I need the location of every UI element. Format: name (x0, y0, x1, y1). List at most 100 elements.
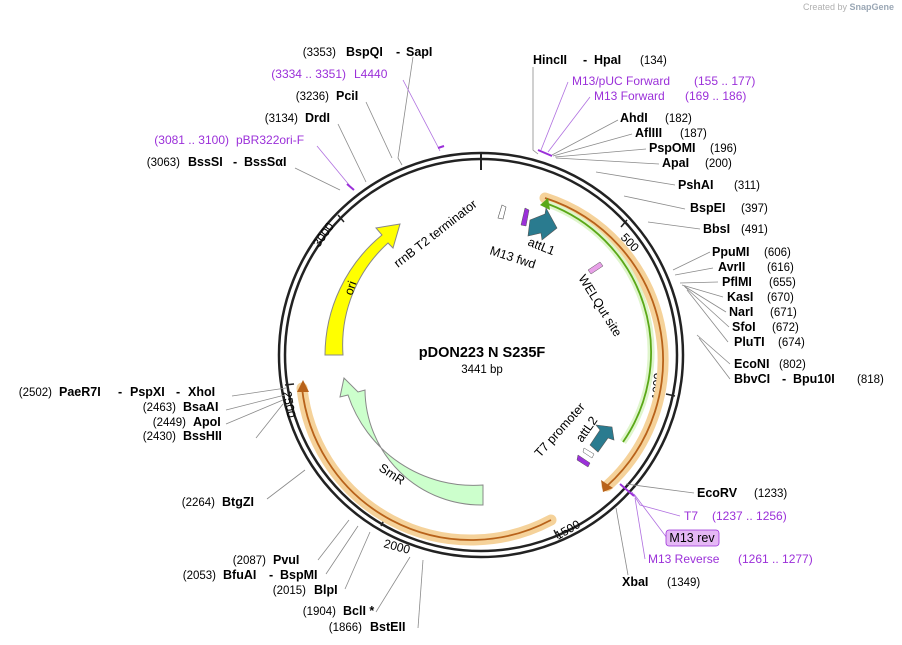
enzyme-apai: ApaI (662, 156, 689, 170)
enzyme-nari: NarI (729, 305, 753, 319)
enzyme-ppumi-pos: (606) (764, 247, 791, 259)
enzyme-hincii-pos: (134) (640, 55, 667, 67)
green-feature-arrowhead (540, 198, 550, 210)
enzyme-pspxi-sep: - (176, 385, 180, 399)
feature-l4440: L4440 (354, 67, 388, 81)
enzyme-bspqi-pos: (3353) (303, 47, 336, 59)
welqut-site-mark (587, 261, 604, 275)
enzyme-drdi: DrdI (305, 111, 330, 125)
enzyme-afliii: AflIII (635, 126, 662, 140)
enzyme-bsssi-sep: - (233, 155, 237, 169)
feature-pbr322ori-f: pBR322ori-F (236, 133, 304, 147)
enzyme-kasi: KasI (727, 290, 753, 304)
enzyme-xbai-pos: (1349) (667, 577, 700, 589)
enzyme-bbvci: BbvCI (734, 372, 770, 386)
leader-lines-right (532, 67, 731, 576)
rrnb-terminator-mark (497, 204, 507, 220)
enzyme-blpi-pos: (2015) (273, 585, 306, 597)
t7-primer (619, 483, 635, 497)
pbr322ori-f-primer (346, 183, 355, 191)
enzyme-econi: EcoNI (734, 357, 769, 371)
m13-rev-box-label: M13 rev (669, 531, 715, 545)
attl1-label: attL1 (526, 235, 557, 258)
enzyme-kasi-pos: (670) (767, 292, 794, 304)
m13-puc-forward-primer (537, 149, 553, 157)
enzyme-paer7i-sep: - (118, 385, 122, 399)
ori-label: ori (342, 279, 360, 297)
enzyme-hincii-sep: - (583, 53, 587, 67)
enzyme-bsshii: BssHII (183, 429, 222, 443)
enzyme-avrii-pos: (616) (767, 262, 794, 274)
enzyme-bbvci-pos: (818) (857, 374, 884, 386)
enzyme-afliii-pos: (187) (680, 128, 707, 140)
enzyme-bsteii: BstEII (370, 620, 405, 634)
right-cds-line (544, 197, 664, 487)
feature-m13-puc-forward-range: (155 .. 177) (694, 74, 755, 88)
enzyme-pvui: PvuI (273, 553, 299, 567)
enzyme-bbvci-sep: - (782, 372, 786, 386)
enzyme-hincii: HincII (533, 53, 567, 67)
plasmid-length: 3441 bp (461, 364, 503, 376)
enzyme-paer7i-pos: (2502) (19, 387, 52, 399)
enzyme-nari-pos: (671) (770, 307, 797, 319)
enzyme-pcii-pos: (3236) (296, 91, 329, 103)
enzyme-blpi: BlpI (314, 583, 338, 597)
enzyme-hpai: HpaI (594, 53, 621, 67)
enzyme-pspomi: PspOMI (649, 141, 696, 155)
enzyme-pflmi: PflMI (722, 275, 752, 289)
enzyme-xbai: XbaI (622, 575, 648, 589)
enzyme-bsaai: BsaAI (183, 400, 218, 414)
rrnb-terminator-label: rrnB T2 terminator (391, 197, 479, 270)
enzyme-bspei: BspEI (690, 201, 725, 215)
enzyme-sapi: SapI (406, 45, 432, 59)
tick-marks (284, 214, 676, 539)
feature-pbr322ori-f-range: (3081 .. 3100) (154, 133, 229, 147)
enzyme-bsssai: BssSαI (244, 155, 286, 169)
feature-l4440-range: (3334 .. 3351) (271, 67, 346, 81)
enzyme-ppumi: PpuMI (712, 245, 750, 259)
enzyme-pshai-pos: (311) (734, 180, 760, 192)
enzyme-bsaai-pos: (2463) (143, 402, 176, 414)
feature-m13-reverse-range: (1261 .. 1277) (738, 552, 813, 566)
attl1-arrow (527, 207, 558, 241)
enzyme-bpu10i: Bpu10I (793, 372, 835, 386)
smr-arrow (339, 376, 484, 506)
feature-m13-puc-forward: M13/pUC Forward (572, 74, 670, 88)
enzyme-bsteii-pos: (1866) (329, 622, 362, 634)
plasmid-name: pDON223 N S235F (419, 345, 546, 361)
green-feature-line (547, 203, 652, 443)
tick-label-3000: 3000 (310, 220, 337, 250)
enzyme-pspxi: PspXI (130, 385, 165, 399)
enzyme-bsssi: BssSI (188, 155, 223, 169)
enzyme-bspqi-sep: - (396, 45, 400, 59)
enzyme-bfuai-pos: (2053) (183, 570, 216, 582)
m13-fwd-primer (520, 207, 530, 227)
enzyme-sfoi-pos: (672) (772, 322, 799, 334)
welqut-site-label: WELQut site (575, 272, 624, 339)
tick-label-2000: 2000 (382, 536, 412, 557)
feature-m13-reverse: M13 Reverse (648, 552, 720, 566)
enzyme-pluti-pos: (674) (778, 337, 805, 349)
enzyme-ecorv-pos: (1233) (754, 488, 787, 500)
left-cds-band (296, 382, 557, 546)
enzyme-sfoi: SfoI (732, 320, 756, 334)
enzyme-drdi-pos: (3134) (265, 113, 298, 125)
enzyme-pspomi-pos: (196) (710, 143, 737, 155)
feature-t7-range: (1237 .. 1256) (712, 509, 787, 523)
enzyme-bbsi-pos: (491) (741, 224, 768, 236)
enzyme-xhoi: XhoI (188, 385, 215, 399)
feature-t7: T7 (684, 509, 698, 523)
enzyme-bfuai: BfuAI (223, 568, 256, 582)
enzyme-pvui-pos: (2087) (233, 555, 266, 567)
enzyme-bspmi: BspMI (280, 568, 318, 582)
enzyme-ahdi-pos: (182) (665, 113, 692, 125)
feature-m13-forward-range: (169 .. 186) (685, 89, 746, 103)
enzyme-bfuai-sep: - (269, 568, 273, 582)
enzyme-bspqi: BspQI (346, 45, 383, 59)
enzyme-pflmi-pos: (655) (769, 277, 796, 289)
enzyme-apoi-pos: (2449) (153, 417, 186, 429)
ori-arrow (324, 223, 401, 356)
snapgene-watermark: Created by SnapGene (802, 2, 894, 12)
backbone-outer-ring (277, 151, 685, 559)
